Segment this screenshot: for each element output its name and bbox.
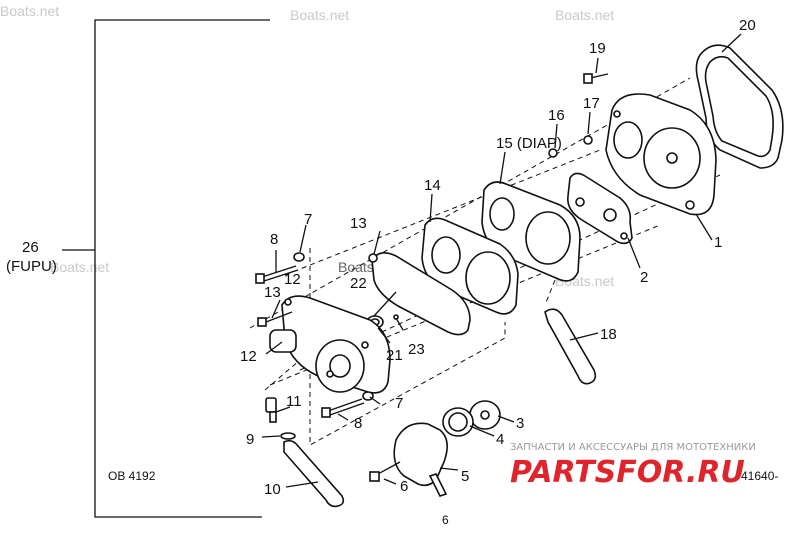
part-7-washer-upper [293, 252, 305, 262]
part-10-hose [283, 439, 345, 508]
callout-22: 20 [739, 17, 756, 34]
callout-6: 6 [400, 478, 408, 495]
callout-7-upper: 7 [304, 211, 312, 228]
ad-tagline: ЗАПЧАСТИ И АКСЕССУАРЫ ДЛЯ МОТОТЕХНИКИ [510, 442, 756, 453]
part-13-bolt [257, 311, 293, 327]
leader-lines [261, 33, 742, 488]
watermark: Boats.net [0, 3, 59, 19]
callout-1: 1 [714, 234, 722, 251]
part-3-check-valve [469, 400, 501, 430]
watermark: Boats.net [555, 7, 614, 23]
callout-9: 9 [246, 431, 254, 448]
callout-10: 10 [264, 481, 281, 498]
part-15-diaphragm [368, 252, 471, 336]
callout-8-upper: 8 [270, 231, 278, 248]
part-25-screw [393, 314, 404, 331]
watermark: Boats.net [290, 7, 349, 23]
part-2-plate [566, 172, 633, 245]
part-6-screw [369, 461, 401, 482]
part-9-clamp [280, 432, 296, 440]
callout-11: 11 [286, 393, 302, 410]
callout-7-lower: 7 [395, 395, 403, 412]
callout-4: 4 [496, 431, 504, 448]
callout-17: 15 (DIAP) [496, 135, 562, 152]
drawing-number: 41640- [741, 469, 778, 483]
page-number: 6 [442, 513, 449, 527]
callout-15: 13 [350, 215, 367, 232]
part-5-cover [393, 422, 448, 497]
part-12-housing [269, 295, 391, 394]
callout-5: 5 [461, 468, 469, 485]
ad-brand: PARTSFOR.RU [510, 455, 745, 490]
callout-21: 19 [589, 40, 606, 57]
part-18-nut [548, 148, 558, 158]
part-22-gasket [695, 44, 784, 169]
part-21-bolt [583, 73, 609, 84]
callout-14: 12 [284, 271, 301, 288]
watermark: Boats.net [50, 259, 109, 275]
callout-26-text: (FUPU) [6, 258, 57, 275]
part-19-washer [583, 135, 593, 145]
callout-23: 21 [386, 347, 403, 364]
callout-20: 18 [600, 326, 617, 343]
callout-25: 23 [408, 341, 425, 358]
callout-24: 22 [350, 275, 367, 292]
callout-13-label: 13 [264, 284, 281, 301]
callout-16: 14 [424, 177, 441, 194]
callout-2: 2 [640, 269, 648, 286]
part-11-fitting [265, 397, 277, 423]
part-14-washer [284, 298, 292, 306]
part-1-cover [605, 93, 717, 216]
reference-code: OB 4192 [108, 469, 156, 483]
part-8-bolt-upper [255, 265, 299, 284]
part-8-bolt-lower [321, 398, 365, 418]
callout-12: 12 [240, 348, 257, 365]
callout-26: 26 [22, 239, 39, 256]
callout-8-lower: 8 [354, 415, 362, 432]
assembly-bracket [62, 19, 270, 518]
callout-3: 3 [516, 415, 524, 432]
part-20-hose [544, 308, 597, 385]
callout-18: 16 [548, 107, 565, 124]
callout-19: 17 [583, 95, 600, 112]
part-4-gasket [442, 407, 474, 437]
